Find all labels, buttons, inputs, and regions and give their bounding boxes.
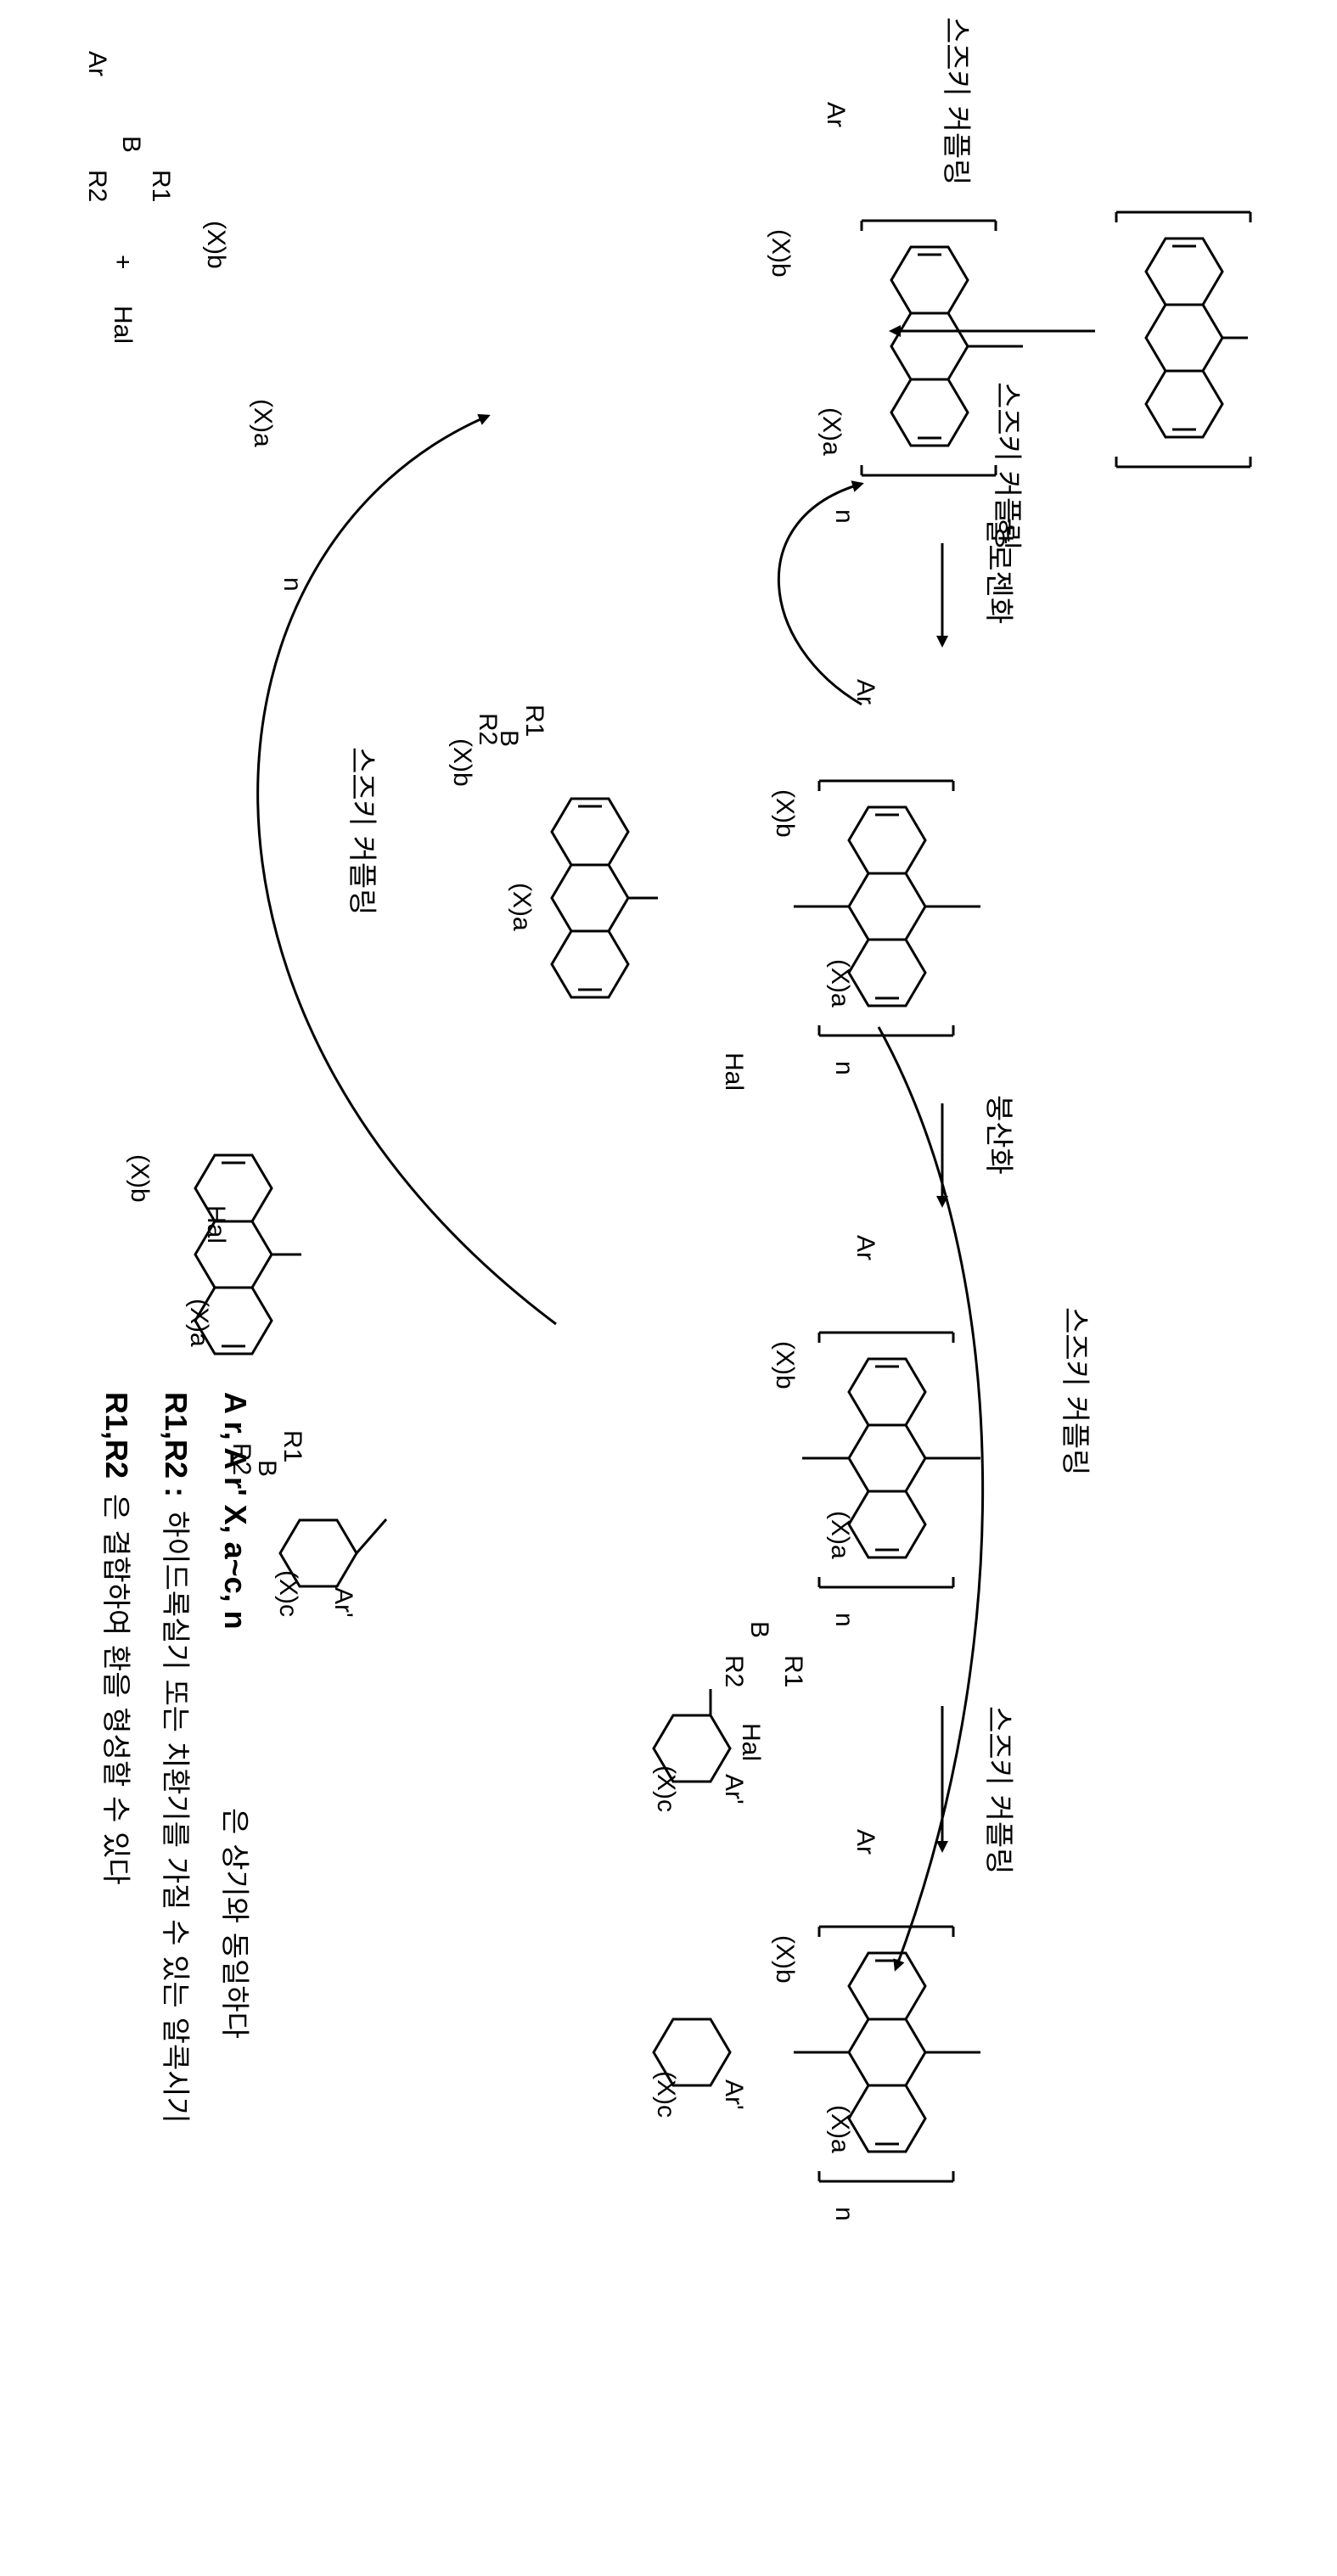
label-hal-4: Hal	[737, 1723, 765, 1761]
label-xb-6: (X)b	[126, 1154, 154, 1203]
label-xa-1: (X)a	[249, 399, 277, 447]
label-xa-6: (X)a	[185, 1299, 213, 1347]
label-hal-1: Hal	[109, 306, 137, 344]
label-xa-4: (X)a	[826, 1511, 854, 1559]
label-ar-1: Ar	[822, 102, 850, 127]
label-hal-2: Hal	[720, 1052, 748, 1091]
label-xb-1: (X)b	[202, 221, 230, 269]
label-ar-3: Ar	[851, 1235, 879, 1260]
arrow-suzuki-right-curve	[879, 1027, 983, 1969]
rxn-suzuki-top: 스즈키 커플링	[939, 17, 973, 186]
label-xc-2: (X)c	[652, 1765, 680, 1812]
anthracene-start-material	[1116, 212, 1250, 467]
label-n-1: n	[278, 577, 306, 592]
legend-line-3-symbols: R1,R2	[99, 1392, 134, 1479]
label-b-reagent: B	[117, 136, 145, 153]
label-xc-1: (X)c	[274, 1570, 302, 1617]
label-arprime-2: Ar'	[720, 1774, 748, 1804]
rxn-suzuki-left: 스즈키 커플링	[345, 747, 379, 916]
label-xb-2: (X)b	[767, 229, 795, 278]
label-arprime-3: Ar'	[720, 2079, 748, 2110]
label-r1-2: R1	[779, 1655, 807, 1687]
label-xb-4: (X)b	[771, 1341, 799, 1389]
arrow-suzuki-left-curve	[258, 416, 556, 1324]
label-xb-7: (X)b	[448, 738, 476, 787]
label-hal-3: Hal	[202, 1205, 230, 1243]
label-r2-2: R2	[720, 1655, 748, 1687]
legend-line-3-text: 은 결합하여 환을 형성할 수 있다	[98, 1494, 132, 1885]
label-ar-reagent: Ar	[83, 51, 111, 76]
label-xb-5: (X)b	[771, 1935, 799, 1984]
label-ar-2: Ar	[851, 679, 879, 704]
rxn-suzuki-final: 스즈키 커플링	[981, 1706, 1015, 1875]
label-n-3: n	[830, 1061, 858, 1075]
legend-line-2-text: 하이드록실기 또는 치환기를 가질 수 있는 알콕시기	[158, 1511, 192, 2124]
label-r2-1: R2	[474, 713, 502, 745]
rxn-boronation: 붕산화	[981, 1095, 1015, 1175]
label-arprime-1: Ar'	[329, 1587, 357, 1618]
label-xb-3: (X)b	[771, 789, 799, 838]
label-n-2: n	[830, 509, 858, 524]
label-xa-5: (X)a	[826, 2105, 854, 2153]
legend-line-1-symbols: A r, A r' X, a~c, n	[218, 1392, 253, 1630]
label-r2-reagent: R2	[83, 170, 111, 202]
label-r1-1: R1	[520, 704, 548, 737]
anthracene-final-product	[794, 1927, 980, 2181]
label-r1-reagent: R1	[147, 170, 175, 202]
rxn-suzuki-right: 스즈키 커플링	[1058, 1307, 1092, 1476]
rxn-halogenation: 할로젠화	[981, 518, 1015, 624]
label-n-5: n	[830, 2207, 858, 2221]
label-xa-7: (X)a	[508, 883, 536, 931]
label-ar-4: Ar	[851, 1829, 879, 1855]
label-b-2: B	[745, 1621, 773, 1638]
label-n-4: n	[830, 1613, 858, 1627]
label-xa-2: (X)a	[817, 407, 845, 456]
anthracene-boronic-reagent	[552, 799, 658, 997]
label-r1-3: R1	[278, 1430, 306, 1462]
label-xa-3: (X)a	[826, 959, 854, 1007]
anthracene-halogenated	[794, 781, 980, 1035]
legend-line-2-symbols: R1,R2 :	[159, 1392, 194, 1497]
legend-line-1-text: 은 상기와 동일하다	[217, 1808, 251, 2039]
label-xc-3: (X)c	[652, 2071, 680, 2118]
label-plus: +	[109, 255, 137, 270]
label-b-3: B	[253, 1460, 281, 1477]
